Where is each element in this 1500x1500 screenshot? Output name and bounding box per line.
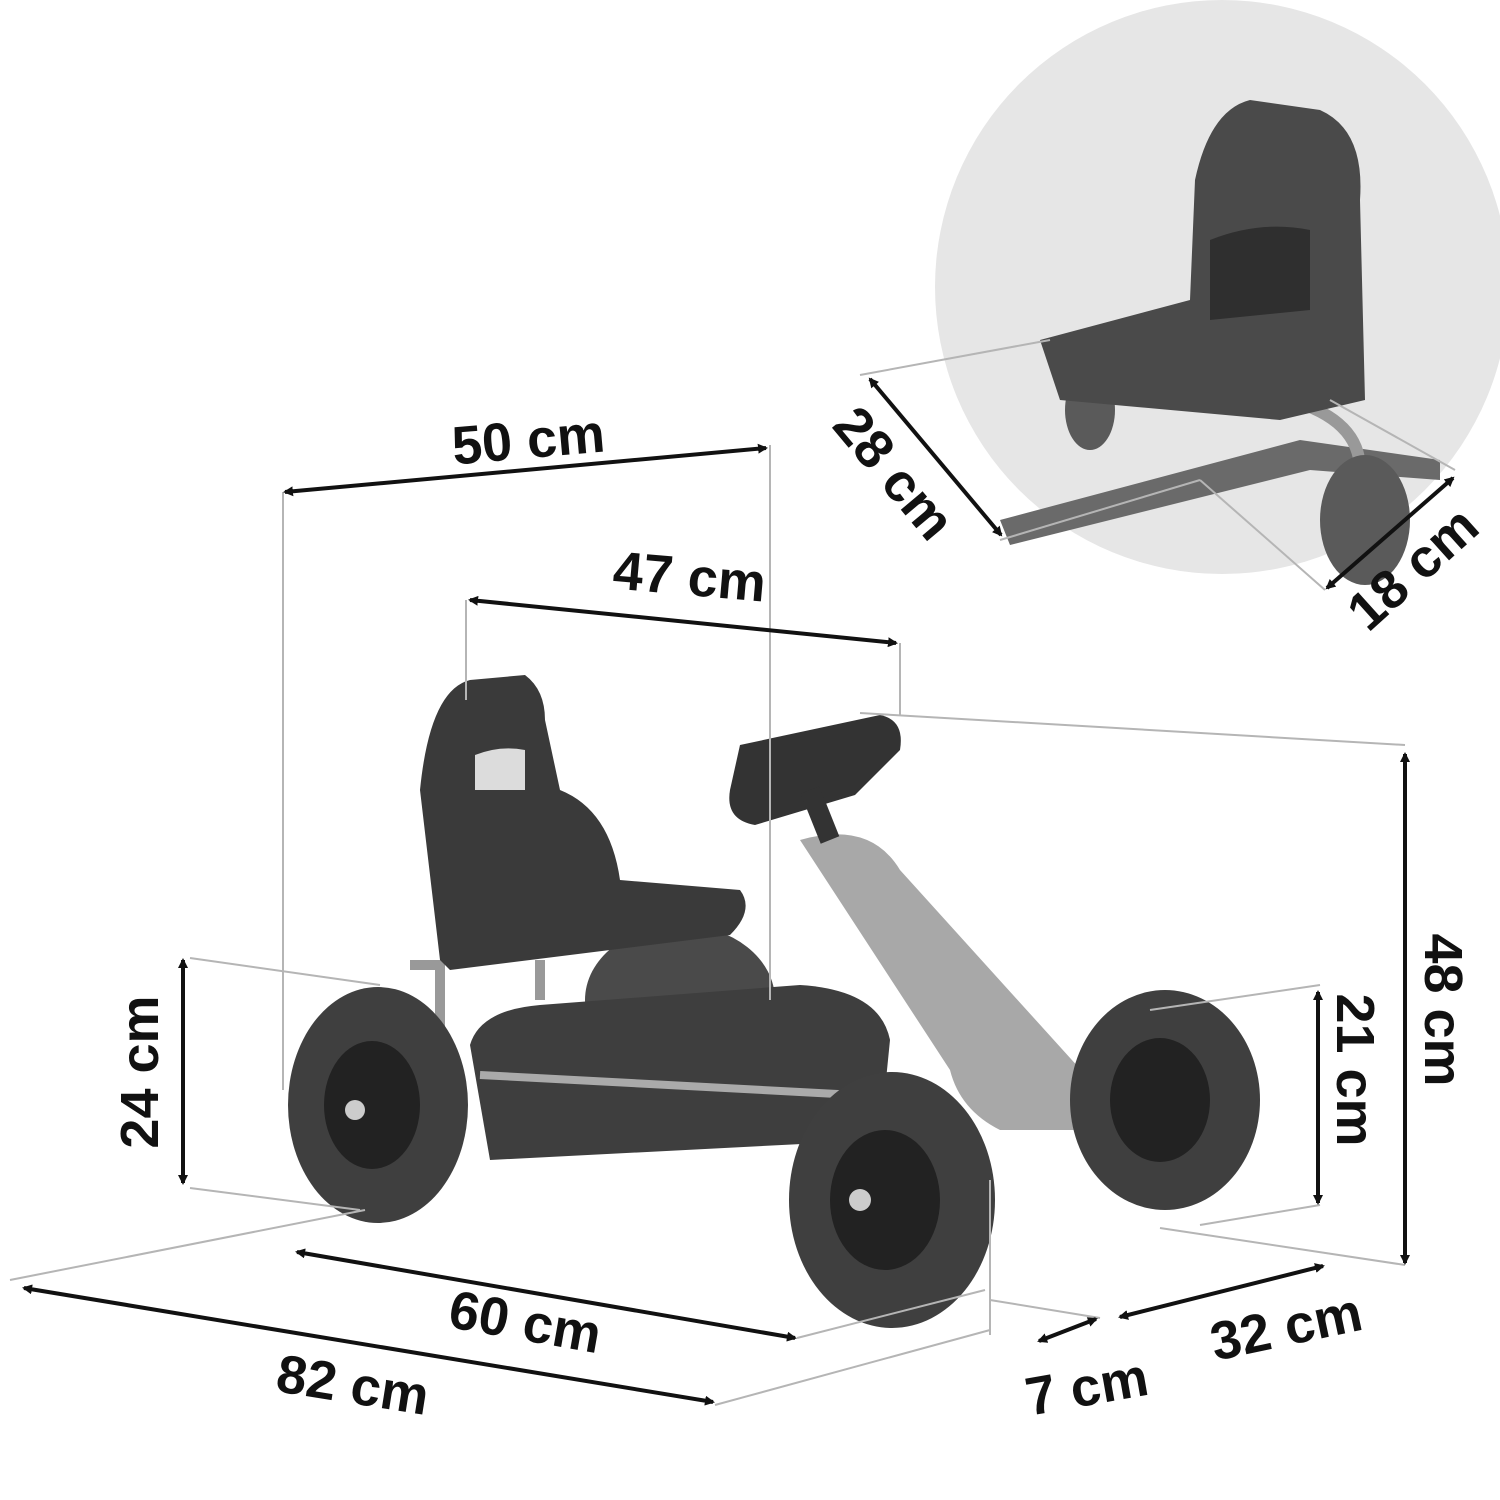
dim-arrow-28 [868,377,1003,537]
label-21cm: 21 cm [1325,993,1385,1146]
seat-detail-inset [935,0,1500,585]
dimension-arrows [22,377,1455,1406]
dim-arrow-18 [1325,476,1455,590]
dim-arrow-50 [283,443,768,497]
dim-arrow-47 [468,595,898,648]
go-kart-illustration [288,675,1260,1328]
dim-arrow-82 [22,1284,715,1406]
label-48cm: 48 cm [1413,933,1473,1086]
label-32cm: 32 cm [1205,1282,1367,1373]
label-60cm: 60 cm [445,1279,606,1365]
dim-arrow-32 [1118,1263,1325,1320]
label-28cm: 28 cm [822,395,966,551]
extension-lines [9,339,1456,1406]
label-50cm: 50 cm [450,404,608,477]
dim-arrow-7 [1037,1317,1098,1343]
label-7cm: 7 cm [1021,1347,1153,1427]
label-82cm: 82 cm [273,1344,434,1427]
label-47cm: 47 cm [611,541,769,614]
label-24cm: 24 cm [110,995,170,1148]
